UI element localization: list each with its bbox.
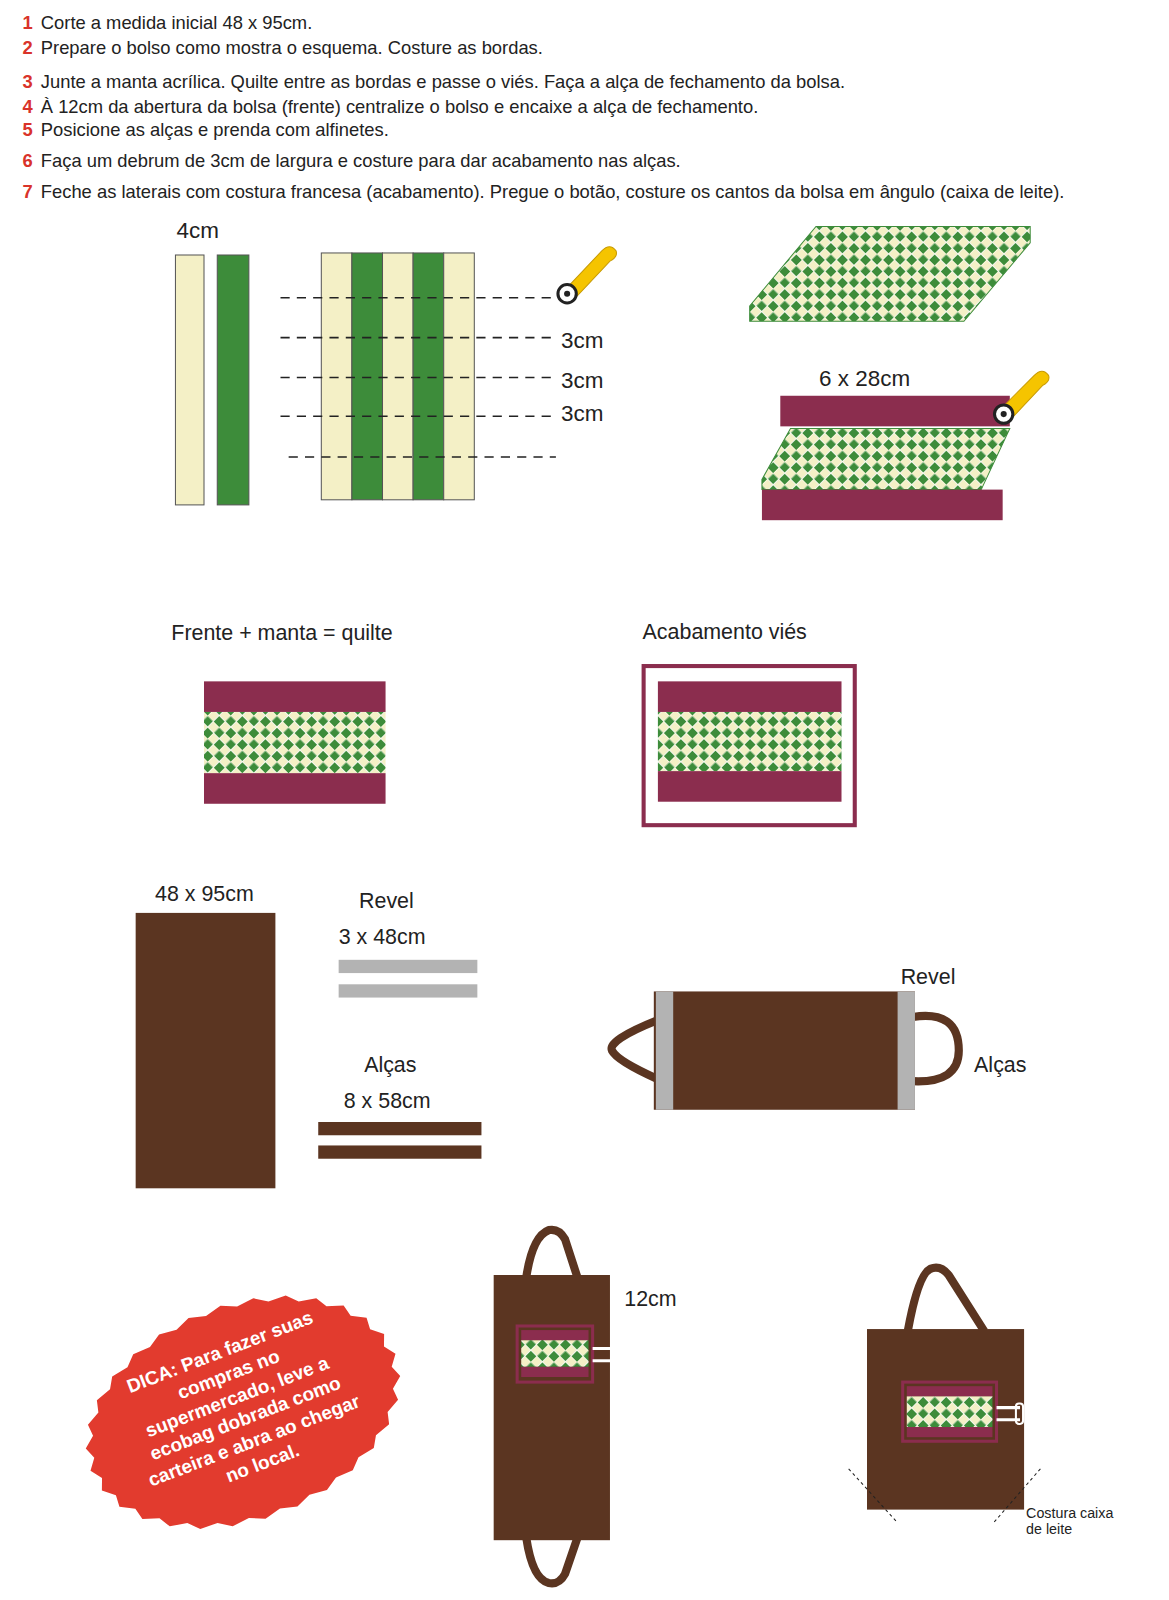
step-number: 3 <box>22 71 32 92</box>
instruction-text: Junte a manta acrílica. Quilte entre as … <box>41 71 845 92</box>
dimension-label: Costura caixa de leite <box>1026 1505 1116 1538</box>
instruction-text: À 12cm da abertura da bolsa (frente) cen… <box>41 96 758 117</box>
dimension-label: 6 x 28cm <box>819 366 910 392</box>
tip-badge: DICA: Para fazer suas compras no superme… <box>49 1251 436 1575</box>
instruction-text: Faça um debrum de 3cm de largura e costu… <box>41 150 681 171</box>
dimension-label: 4cm <box>176 218 218 244</box>
dimension-label: Frente + manta = quilte <box>171 621 392 646</box>
step-number: 4 <box>22 96 32 117</box>
dimension-label: 3cm <box>561 401 603 427</box>
instruction-text: Posicione as alças e prenda com alfinete… <box>41 119 389 140</box>
tip-text: DICA: Para fazer suas compras no superme… <box>49 1251 433 1566</box>
step-number: 5 <box>22 119 32 140</box>
dimension-label: 48 x 95cm <box>155 882 254 907</box>
dimension-label: Revel <box>901 965 956 990</box>
instruction-text: Prepare o bolso como mostra o esquema. C… <box>41 37 543 58</box>
instruction-text: Feche as laterais com costura francesa (… <box>41 181 1065 202</box>
instruction-text: Corte a medida inicial 48 x 95cm. <box>41 12 312 33</box>
step-number: 7 <box>22 181 32 202</box>
dimension-label: 12cm <box>624 1287 676 1312</box>
dimension-label: Revel <box>359 889 414 914</box>
step-number: 6 <box>22 150 32 171</box>
dimension-label: 3cm <box>561 368 603 394</box>
dimension-label: Acabamento viés <box>643 620 807 645</box>
dimension-label: 8 x 58cm <box>344 1089 431 1114</box>
dimension-label: Alças <box>974 1053 1026 1078</box>
dimension-label: Alças <box>364 1053 416 1078</box>
dimension-label: 3 x 48cm <box>339 925 426 950</box>
step-number: 1 <box>22 12 32 33</box>
dimension-label: 3cm <box>561 328 603 354</box>
step-number: 2 <box>22 37 32 58</box>
